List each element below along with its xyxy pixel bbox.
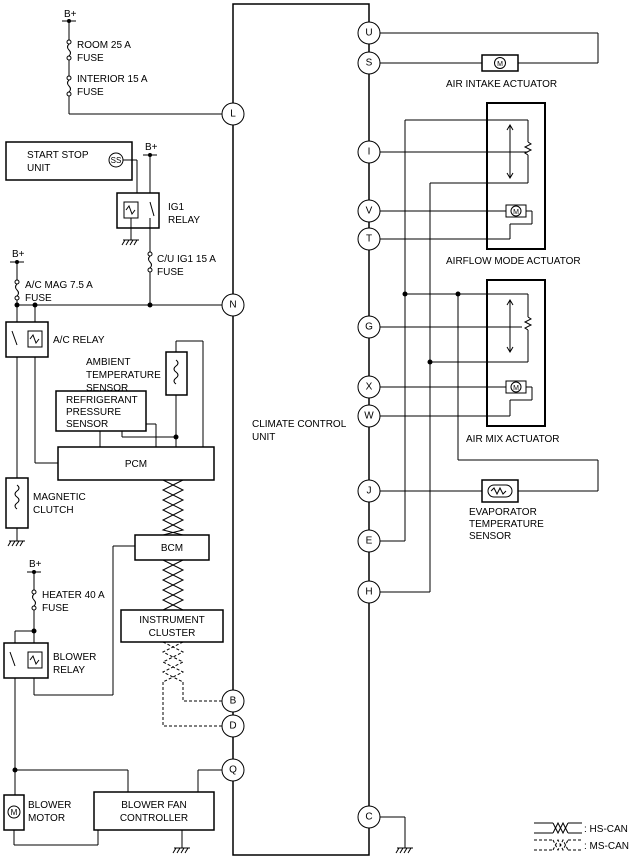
- bcm-label: BCM: [161, 543, 183, 554]
- cu-ig1-fuse-label-1: C/U IG1 15 A: [157, 254, 216, 265]
- legend-hs-can: : HS-CAN: [534, 821, 628, 835]
- heater-fuse-label-2: FUSE: [42, 603, 69, 614]
- climate-control-unit-label-2: UNIT: [252, 432, 275, 443]
- pin-W: W: [364, 411, 374, 422]
- ig1-relay-label-1: IG1: [168, 202, 185, 213]
- start-stop-label-1: START STOP: [27, 150, 89, 161]
- room-fuse-label-1: ROOM 25 A: [77, 40, 131, 51]
- ac-mag-fuse-label-1: A/C MAG 7.5 A: [25, 280, 93, 291]
- interior-fuse-label-1: INTERIOR 15 A: [77, 74, 148, 85]
- pin-L: L: [230, 109, 236, 120]
- ac-relay-circuit: B+ A/C MAG 7.5 A FUSE A/C RELAY MAGNETIC…: [5, 249, 150, 547]
- ccu-right-pins: U S I V T G X W J E H C: [357, 21, 381, 829]
- b-plus-label-1: B+: [64, 9, 77, 20]
- ambient-sensor-label-2: TEMPERATURE: [86, 370, 161, 381]
- ig1-relay-label-2: RELAY: [168, 215, 200, 226]
- ms-can-bus: [161, 641, 222, 727]
- legend-ms-can: : MS-CAN: [534, 838, 629, 852]
- evaporator-temperature-sensor: EVAPORATOR TEMPERATURE SENSOR: [380, 479, 544, 542]
- pin-U: U: [365, 28, 372, 39]
- magnetic-clutch-label-1: MAGNETIC: [33, 492, 86, 503]
- blower-motor-symbol: M: [11, 808, 18, 817]
- evaporator-sensor-label-2: TEMPERATURE: [469, 519, 544, 530]
- air-intake-actuator: M AIR INTAKE ACTUATOR: [380, 32, 599, 90]
- airflow-motor-symbol: M: [513, 209, 519, 216]
- heater-fuse-label-1: HEATER 40 A: [42, 590, 105, 601]
- blower-motor-label-1: BLOWER: [28, 800, 71, 811]
- climate-control-unit: CLIMATE CONTROL UNIT: [232, 3, 370, 856]
- pin-G: G: [365, 322, 373, 333]
- pin-V: V: [366, 206, 373, 217]
- common-wires: [380, 120, 599, 593]
- b-plus-label-2: B+: [145, 142, 158, 153]
- refrigerant-sensor-label-3: SENSOR: [66, 419, 108, 430]
- air-mix-motor-symbol: M: [513, 385, 519, 392]
- blower-relay-label-2: RELAY: [53, 665, 85, 676]
- airflow-mode-actuator: M AIRFLOW MODE ACTUATOR: [380, 102, 581, 267]
- blower-relay-label-1: BLOWER: [53, 652, 96, 663]
- instrument-cluster-label-1: INSTRUMENT: [139, 615, 205, 626]
- pin-Q: Q: [229, 765, 237, 776]
- pin-S: S: [366, 58, 373, 69]
- legend-ms-can-label: : MS-CAN: [584, 841, 629, 852]
- pcm-label: PCM: [125, 459, 147, 470]
- ac-mag-fuse-label-2: FUSE: [25, 293, 52, 304]
- air-mix-actuator: M AIR MIX ACTUATOR: [380, 279, 560, 445]
- magnetic-clutch-label-2: CLUTCH: [33, 505, 74, 516]
- ccu-ground: [380, 816, 413, 854]
- blower-fan-controller-label-1: BLOWER FAN: [121, 800, 187, 811]
- blower-motor-label-2: MOTOR: [28, 813, 65, 824]
- bcm-box: BCM: [134, 534, 210, 561]
- ambient-sensor-label-1: AMBIENT: [86, 357, 130, 368]
- instrument-cluster-label-2: CLUSTER: [149, 628, 196, 639]
- b-plus-label-4: B+: [29, 559, 42, 570]
- pin-D: D: [229, 721, 236, 732]
- ambient-sensor-label-3: SENSOR: [86, 383, 128, 394]
- interior-fuse-label-2: FUSE: [77, 87, 104, 98]
- pin-B: B: [230, 696, 237, 707]
- air-mix-actuator-label: AIR MIX ACTUATOR: [466, 434, 560, 445]
- start-stop-label-2: UNIT: [27, 163, 50, 174]
- room-interior-supply: B+ ROOM 25 A FUSE INTERIOR 15 A FUSE: [62, 9, 222, 115]
- legend-hs-can-label: : HS-CAN: [584, 824, 628, 835]
- ss-badge: SS: [111, 156, 122, 165]
- climate-control-unit-label-1: CLIMATE CONTROL: [252, 419, 347, 430]
- evaporator-sensor-label-3: SENSOR: [469, 531, 511, 542]
- pin-E: E: [366, 536, 373, 547]
- instrument-cluster-box: INSTRUMENT CLUSTER: [120, 609, 224, 643]
- pin-C: C: [365, 812, 372, 823]
- pcm-sensors: AMBIENT TEMPERATURE SENSOR REFRIGERANT P…: [55, 340, 215, 481]
- pin-I: I: [368, 147, 371, 158]
- airflow-mode-actuator-label: AIRFLOW MODE ACTUATOR: [446, 256, 581, 267]
- blower-fan-controller-label-2: CONTROLLER: [120, 813, 188, 824]
- b-plus-label-3: B+: [12, 249, 25, 260]
- cu-ig1-fuse-label-2: FUSE: [157, 267, 184, 278]
- blower-circuit: B+ HEATER 40 A FUSE BLOWER RELAY M BLOWE…: [3, 545, 222, 854]
- legend: : HS-CAN : MS-CAN: [534, 821, 629, 852]
- start-stop-unit: START STOP UNIT SS: [5, 141, 138, 196]
- refrigerant-sensor-label-1: REFRIGERANT: [66, 395, 138, 406]
- pin-N: N: [229, 300, 236, 311]
- pin-J: J: [367, 486, 372, 497]
- evaporator-sensor-label-1: EVAPORATOR: [469, 507, 537, 518]
- pin-H: H: [365, 587, 372, 598]
- air-intake-motor-symbol: M: [497, 61, 503, 68]
- pin-T: T: [366, 234, 372, 245]
- ac-relay-label: A/C RELAY: [53, 335, 105, 346]
- ig1-relay: B+ IG1 RELAY C/U IG1 15 A FUSE: [116, 142, 222, 308]
- refrigerant-sensor-label-2: PRESSURE: [66, 407, 121, 418]
- room-fuse-label-2: FUSE: [77, 53, 104, 64]
- air-intake-actuator-label: AIR INTAKE ACTUATOR: [446, 79, 557, 90]
- pin-X: X: [366, 382, 373, 393]
- ccu-left-pins: L N B D Q: [221, 102, 245, 782]
- hs-can-bus: [161, 479, 185, 611]
